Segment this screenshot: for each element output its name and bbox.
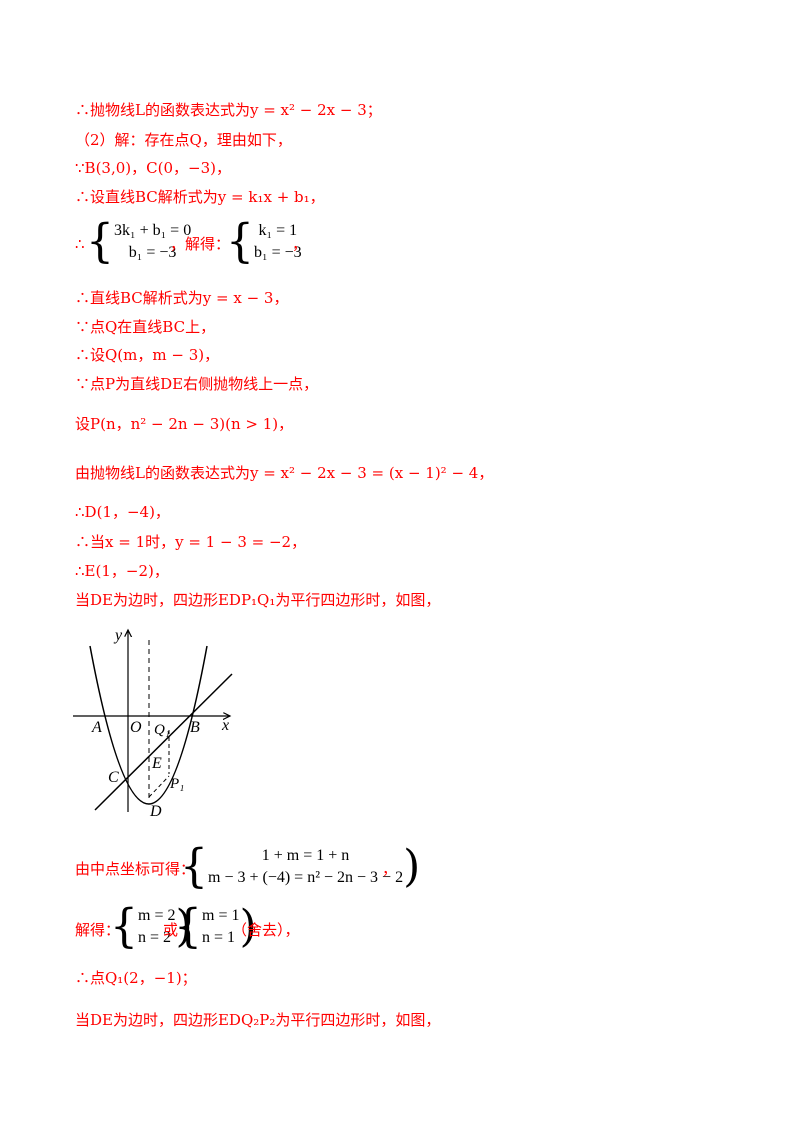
system-2: { k₁ = 1 b₁ = −3 — [226, 214, 302, 269]
line-11: 由抛物线L的函数表达式为y = x² − 2x − 3 = (x − 1)² −… — [75, 464, 494, 482]
label-c: C — [108, 769, 119, 786]
label-x: x — [221, 717, 229, 734]
label-e: E — [151, 755, 162, 772]
right-brace: ) — [175, 901, 193, 952]
label-d: D — [149, 803, 162, 820]
line-7: ∵点Q在直线BC上， — [75, 318, 216, 336]
label-q1: Q₁ — [154, 722, 170, 738]
system-1: { 3k₁ + b₁ = 0 b₁ = −3 — [86, 214, 192, 269]
system-2-row-1: k₁ = 1 — [258, 222, 298, 239]
system-1-row-2: b₁ = −3 — [128, 244, 177, 261]
line-16-prefix: 由中点坐标可得： — [75, 860, 196, 878]
system-5-row-1: m = 1 — [202, 907, 240, 924]
line-17-middle: 或 — [163, 921, 179, 939]
line-17-prefix: 解得： — [75, 921, 121, 939]
system-2-row-2: b₁ = −3 — [254, 244, 302, 261]
line-10: 设P(n，n² − 2n − 3)(n > 1)， — [75, 415, 294, 433]
parabola-curve — [89, 645, 208, 805]
left-brace: { — [174, 899, 202, 954]
line-14: ∴E(1，−2)， — [75, 562, 169, 580]
line-13: ∴当x = 1时，y = 1 − 3 = −2， — [75, 533, 307, 551]
line-5-end: ， — [292, 235, 308, 253]
right-brace: ) — [239, 901, 257, 952]
left-brace: { — [110, 899, 138, 954]
line-3: ∵B(3,0)，C(0，−3)， — [75, 159, 231, 177]
system-3: { 1 + m = 1 + n m − 3 + (−4) = n² − 2n −… — [180, 839, 421, 894]
line-2: （2）解：存在点Q，理由如下， — [75, 131, 292, 149]
line-8: ∴设Q(m，m − 3)， — [75, 346, 220, 364]
left-brace: { — [86, 214, 114, 269]
system-3-row-1: 1 + m = 1 + n — [261, 847, 350, 864]
line-19: 当DE为边时，四边形EDQ₂P₂为平行四边形时，如图， — [75, 1011, 441, 1029]
label-b: B — [190, 719, 200, 736]
label-o: O — [130, 719, 142, 736]
line-6: ∴直线BC解析式为y = x − 3， — [75, 289, 289, 307]
segment-d-p1-dashed — [148, 775, 170, 798]
parabola-figure: y x A O Q₁ B E C P₁ D — [73, 627, 233, 820]
line-5-prefix: ∴ — [75, 235, 85, 253]
system-1-row-1: 3k₁ + b₁ = 0 — [114, 222, 192, 239]
system-4-row-1: m = 2 — [138, 907, 176, 924]
label-y: y — [113, 627, 123, 644]
system-5-row-2: n = 1 — [202, 929, 236, 946]
system-4: { m = 2 n = 2 ) — [110, 899, 193, 954]
left-brace: { — [226, 214, 254, 269]
right-brace: ) — [403, 841, 421, 892]
label-p1: P₁ — [169, 776, 184, 792]
line-1: ∴抛物线L的函数表达式为y = x² − 2x − 3； — [75, 101, 382, 119]
left-brace: { — [180, 839, 208, 894]
system-5: { m = 1 n = 1 ) — [174, 899, 257, 954]
system-4-row-2: n = 2 — [138, 929, 172, 946]
system-3-row-2: m − 3 + (−4) = n² − 2n − 3 − 2 — [208, 869, 404, 886]
line-12: ∴D(1，−4)， — [75, 503, 170, 521]
line-9: ∵点P为直线DE右侧抛物线上一点， — [75, 375, 319, 393]
label-a: A — [91, 719, 102, 736]
line-18: ∴点Q₁(2，−1)； — [75, 969, 197, 987]
line-17-end: （舍去）， — [232, 921, 300, 939]
line-16-end: ， — [382, 860, 398, 878]
line-bc — [94, 673, 233, 811]
line-4: ∴设直线BC解析式为y = k₁x + b₁， — [75, 188, 325, 206]
line-15: 当DE为边时，四边形EDP₁Q₁为平行四边形时，如图， — [75, 591, 441, 609]
line-5-middle: ，解得： — [170, 235, 231, 253]
